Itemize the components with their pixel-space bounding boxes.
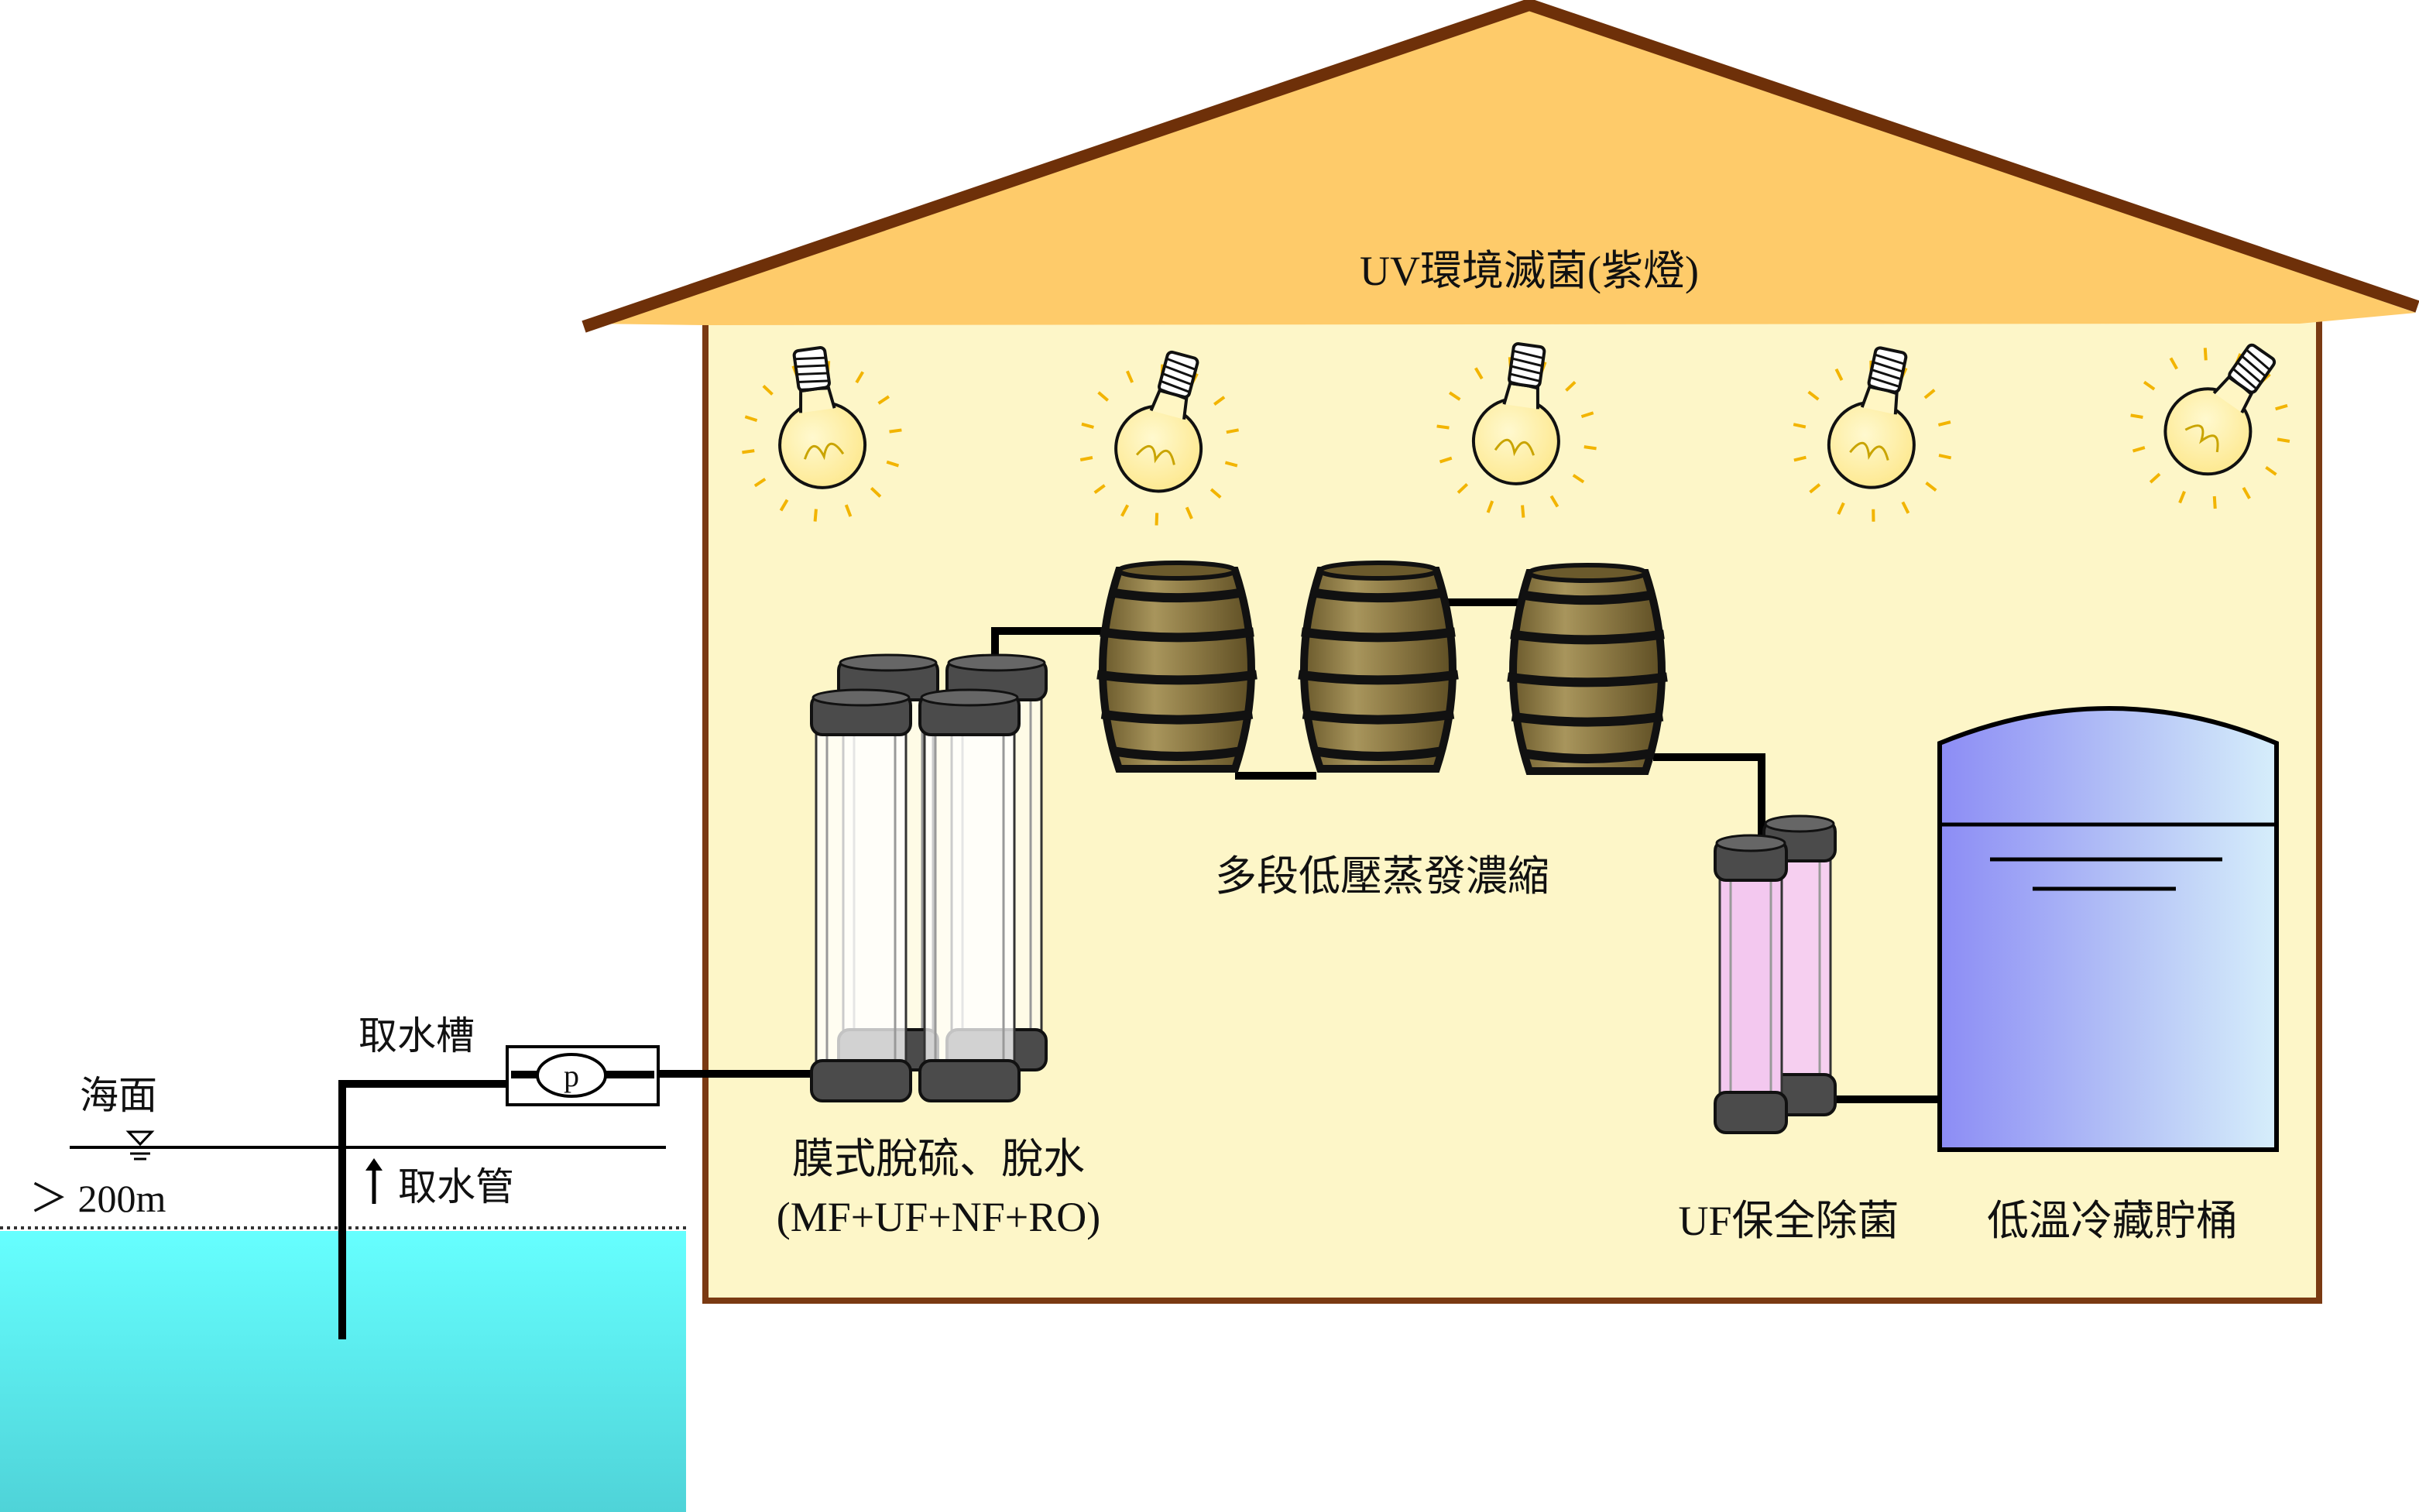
uv-bulb-icon xyxy=(742,346,902,522)
barrel-icon xyxy=(1096,561,1258,773)
uv-bulbs xyxy=(742,342,2290,526)
barrel-icon xyxy=(1298,561,1459,773)
depth-label: ＞ 200m xyxy=(29,1177,166,1220)
evaporation-label: 多段低壓蒸發濃縮 xyxy=(1215,853,1549,900)
intake-pipe-line xyxy=(338,1080,507,1339)
roof xyxy=(587,6,2416,325)
pump-label: p xyxy=(564,1058,579,1093)
membrane-filters xyxy=(810,653,1048,1102)
evaporator-barrels xyxy=(1096,561,1668,775)
membrane-label-line1: 膜式脫硫、脫水 xyxy=(792,1136,1085,1182)
barrel-icon xyxy=(1507,563,1668,775)
intake-pipe-label: 取水管 xyxy=(398,1165,514,1209)
uf-cylinder xyxy=(1714,834,1788,1134)
uf-label: UF保全除菌 xyxy=(1678,1198,1899,1244)
uf-filters xyxy=(1714,814,1837,1134)
uv-bulb-icon xyxy=(2130,343,2290,509)
uv-label: UV環境滅菌(紫燈) xyxy=(1360,248,1699,294)
water-level-icon xyxy=(125,1130,155,1161)
roof-edge xyxy=(582,0,2419,333)
sea-surface-label: 海面 xyxy=(80,1074,157,1117)
membrane-cylinder xyxy=(918,688,1021,1102)
membrane-label-line2: (MF+UF+NF+RO) xyxy=(777,1194,1100,1240)
uv-bulb-icon xyxy=(1079,350,1239,526)
uv-bulb-icon xyxy=(1436,342,1597,518)
intake-tank-label: 取水槽 xyxy=(359,1014,475,1058)
pump-icon xyxy=(506,1045,660,1106)
uv-bulb-icon xyxy=(1793,346,1952,522)
storage-label: 低溫冷藏貯桶 xyxy=(1987,1198,2238,1244)
arrow-up-icon xyxy=(365,1158,383,1204)
storage-tank xyxy=(1937,706,2279,1152)
membrane-cylinder xyxy=(810,688,912,1102)
